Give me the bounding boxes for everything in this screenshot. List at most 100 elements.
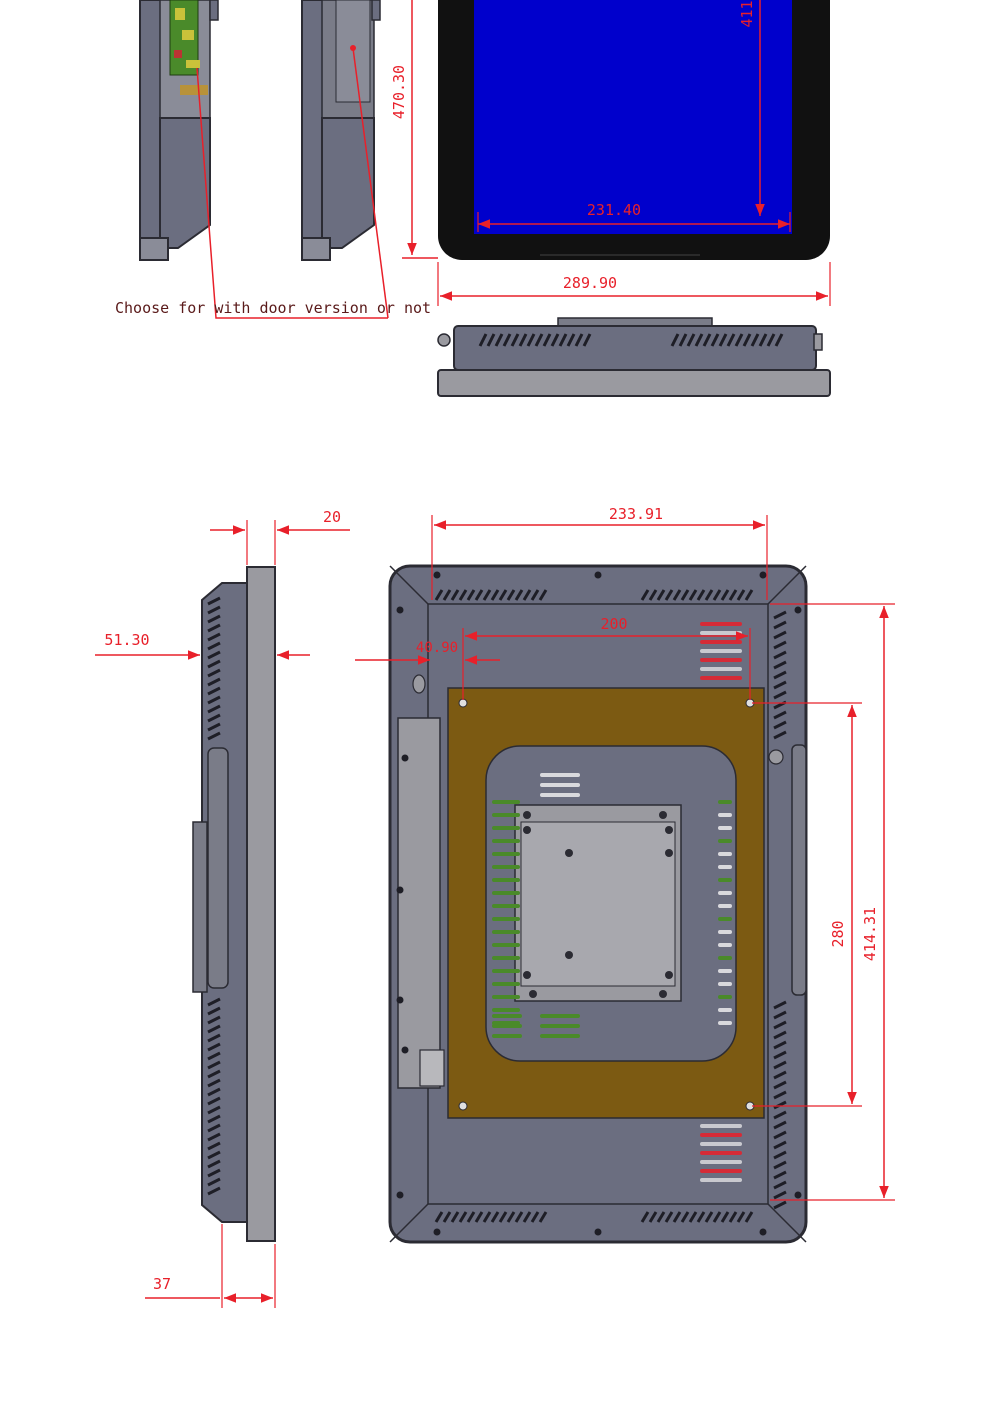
vent-slot: [207, 614, 221, 624]
vent-slot: [442, 1211, 452, 1223]
vent-slot: [700, 640, 742, 644]
vent-slot: [514, 1211, 524, 1223]
vent-slot: [640, 589, 650, 601]
svg-text:51.30: 51.30: [104, 631, 149, 649]
vent-slot: [718, 943, 732, 947]
vent-slot: [696, 1211, 706, 1223]
vent-slot: [718, 813, 732, 817]
vent-slot: [720, 1211, 730, 1223]
vent-slot: [518, 333, 528, 347]
vent-slot: [207, 1096, 221, 1106]
dim-screen-width: 231.40: [587, 201, 641, 219]
vent-slot: [207, 677, 221, 687]
vent-slot: [492, 1024, 522, 1028]
note-leaders: [196, 47, 389, 319]
dim-depth-51: 51.30: [95, 631, 310, 660]
vent-slot: [718, 800, 732, 804]
vent-slot: [534, 333, 544, 347]
vent-slot: [773, 660, 787, 670]
vent-slot: [773, 1170, 787, 1180]
vent-slot: [712, 589, 722, 601]
vent-slot: [207, 1186, 221, 1196]
vent-slot: [514, 589, 524, 601]
vent-slot: [773, 1100, 787, 1110]
vent-slot: [450, 1211, 460, 1223]
vent-slot: [207, 596, 221, 606]
vent-slot: [207, 704, 221, 714]
screw: [529, 990, 537, 998]
screw: [396, 886, 404, 894]
vent-slot: [207, 695, 221, 705]
vent-slot: [207, 1132, 221, 1142]
screw: [665, 849, 673, 857]
top-vents: [478, 333, 784, 347]
vent-slot: [492, 982, 520, 986]
top-view: [437, 317, 831, 397]
vent-slot: [648, 589, 658, 601]
vent-slot: [207, 1033, 221, 1043]
screw: [594, 571, 602, 579]
vent-slot: [704, 1211, 714, 1223]
rear-view: [388, 564, 808, 1244]
vent-slot: [207, 722, 221, 732]
vent-slot: [700, 667, 742, 671]
vent-slot: [506, 1211, 516, 1223]
vent-slot: [450, 589, 460, 601]
vent-slot: [498, 1211, 508, 1223]
vent-slot: [718, 1008, 732, 1012]
vent-slot: [492, 813, 520, 817]
vent-slot: [718, 917, 732, 921]
vent-slot: [540, 1024, 580, 1028]
vent-slot: [492, 917, 520, 921]
vent-slot: [773, 1120, 787, 1130]
vent-slot: [664, 589, 674, 601]
vent-slot: [207, 1051, 221, 1061]
vent-slot: [773, 1150, 787, 1160]
vent-slot: [773, 1180, 787, 1190]
vent-slot: [718, 930, 732, 934]
vent-slot: [458, 589, 468, 601]
vent-slot: [696, 589, 706, 601]
vent-slot: [773, 1010, 787, 1020]
vent-slot: [728, 589, 738, 601]
vent-slot: [207, 731, 221, 741]
vent-slot: [704, 589, 714, 601]
vent-slot: [582, 333, 592, 347]
screw: [759, 571, 767, 579]
vent-slot: [773, 1160, 787, 1170]
side-vents: [207, 596, 221, 1196]
vent-slot: [522, 1211, 532, 1223]
vent-slot: [492, 930, 520, 934]
vent-slot: [207, 1114, 221, 1124]
svg-text:233.91: 233.91: [609, 505, 663, 523]
vent-slot: [736, 1211, 746, 1223]
vent-slot: [207, 1141, 221, 1151]
dim-depth-20: 20: [210, 508, 350, 565]
vent-slot: [207, 623, 221, 633]
vent-slot: [680, 589, 690, 601]
vent-slot: [492, 865, 520, 869]
vent-slot: [207, 1168, 221, 1178]
vent-slot: [207, 1087, 221, 1097]
dim-vesa-280: 280: [752, 702, 862, 1107]
vent-slot: [538, 589, 548, 601]
svg-text:40.90: 40.90: [416, 640, 458, 656]
vent-slot: [700, 1142, 742, 1146]
vent-slot: [510, 333, 520, 347]
vent-slot: [498, 589, 508, 601]
screw-hole: [458, 698, 468, 708]
vent-slot: [680, 1211, 690, 1223]
vent-slot: [710, 333, 720, 347]
screw: [433, 1228, 441, 1236]
vent-slot: [718, 878, 732, 882]
vent-slot: [773, 1020, 787, 1030]
vent-slot: [700, 1160, 742, 1164]
vent-slot: [728, 1211, 738, 1223]
vent-slot: [207, 997, 221, 1007]
vent-slot: [773, 620, 787, 630]
svg-text:470.30: 470.30: [390, 65, 408, 119]
vent-slot: [492, 826, 520, 830]
door-version-note: Choose for with door version or not: [115, 299, 431, 317]
vent-slot: [540, 783, 580, 787]
svg-text:37: 37: [153, 1275, 171, 1293]
